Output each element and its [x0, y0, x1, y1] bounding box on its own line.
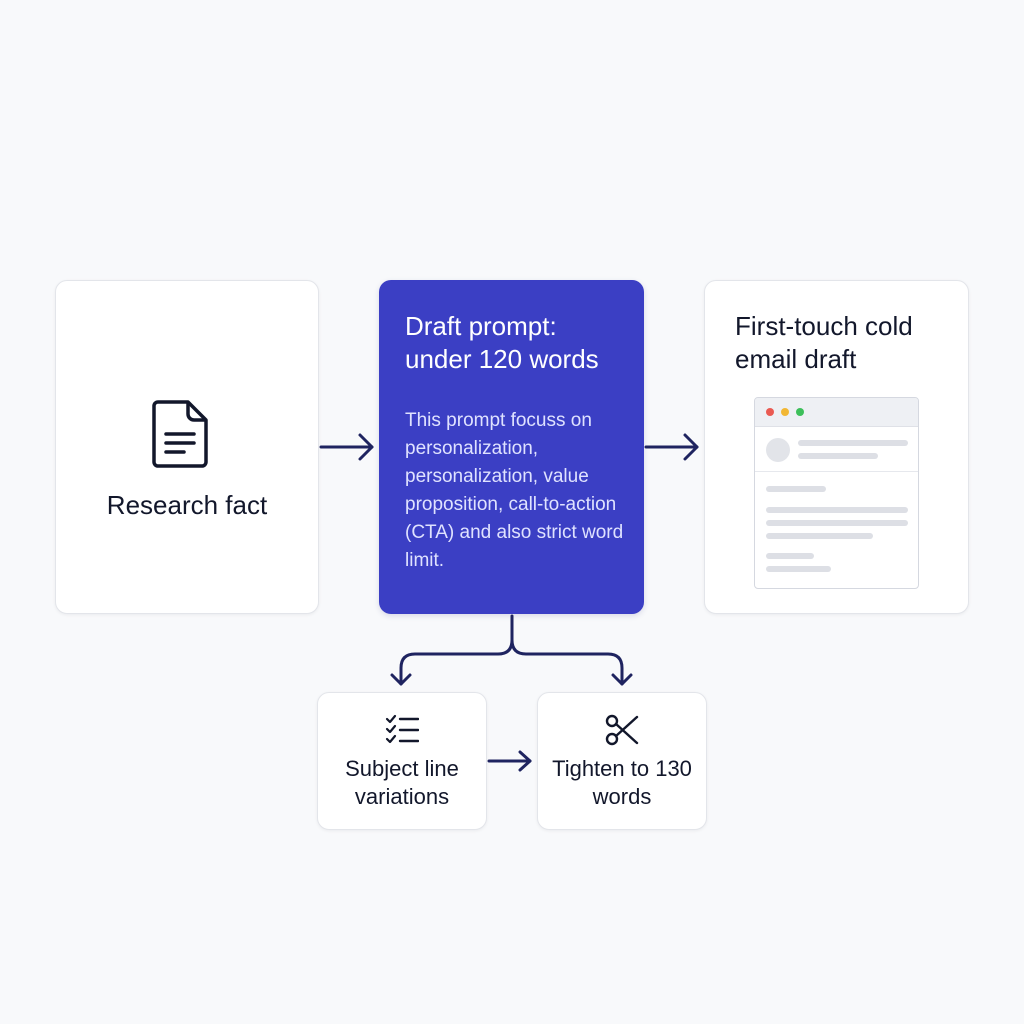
email-divider	[755, 471, 918, 472]
placeholder-line	[766, 486, 826, 492]
tighten-card	[537, 692, 707, 830]
email-draft-title: First-touch cold email draft	[735, 311, 913, 374]
placeholder-line	[766, 566, 831, 572]
minimize-dot	[781, 408, 789, 416]
research-fact-card	[55, 280, 319, 614]
subject-line-label: Subject line variations	[345, 756, 459, 809]
avatar	[766, 438, 790, 462]
draft-prompt-description: This prompt focuss on personalization, p…	[405, 410, 624, 571]
maximize-dot	[796, 408, 804, 416]
placeholder-line	[766, 533, 873, 539]
email-window-icon	[754, 397, 919, 589]
tighten-label: Tighten to 130 words	[552, 756, 692, 809]
checklist-icon	[385, 714, 419, 744]
subject-line-card	[317, 692, 487, 830]
placeholder-line	[766, 553, 814, 559]
document-icon	[152, 400, 208, 468]
draft-prompt-card	[379, 280, 644, 614]
arrow-draft-to-tighten	[510, 638, 624, 686]
close-dot	[766, 408, 774, 416]
placeholder-line	[798, 440, 908, 446]
draft-prompt-title: Draft prompt: under 120 words	[405, 311, 599, 374]
placeholder-line	[798, 453, 878, 459]
placeholder-line	[766, 507, 908, 513]
placeholder-line	[766, 520, 908, 526]
window-title-bar	[755, 398, 918, 427]
scissors-icon	[605, 714, 639, 746]
arrow-draft-to-subject	[399, 614, 514, 686]
research-fact-label: Research fact	[106, 490, 268, 520]
